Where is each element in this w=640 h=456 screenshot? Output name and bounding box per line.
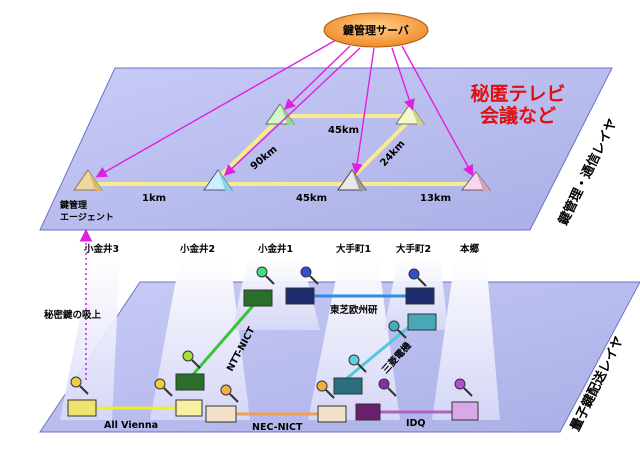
key-icon [454, 378, 473, 397]
qkd-link-toshiba-label: 東芝欧州研 [329, 304, 378, 316]
cone-koganei1 [232, 258, 320, 330]
device-nec-b[interactable] [317, 405, 347, 423]
key-icon [408, 268, 427, 287]
device-allvienna-a[interactable] [67, 399, 97, 417]
key-icon [182, 350, 201, 369]
device-allvienna-b[interactable] [175, 399, 203, 417]
key-icon [70, 376, 89, 395]
agent-label-line2: エージェント [60, 212, 114, 223]
qkd-link-nec-label: NEC-NICT [252, 422, 303, 433]
device-ntt-b[interactable] [243, 289, 273, 307]
key-server-label: 鍵管理サーバ [343, 23, 409, 37]
key-icon [300, 266, 319, 285]
qkd-link-mitsubishi [339, 324, 411, 386]
key-icon [256, 266, 275, 285]
site-label-1: 小金井2 [179, 243, 215, 255]
device-nec-a[interactable] [205, 405, 237, 423]
cone-otemachi1 [308, 258, 400, 420]
device-toshiba-a[interactable] [285, 287, 315, 305]
km-node-hongo[interactable] [460, 171, 492, 192]
key-icon [388, 320, 407, 339]
upper-link-f-label: 13km [420, 193, 451, 204]
upper-link-a-label: 45km [328, 125, 359, 136]
device-mitsubishi-a[interactable] [407, 313, 437, 331]
upper-link-e-label: 45km [296, 193, 327, 204]
site-label-3: 大手町1 [336, 243, 371, 255]
key-icon [378, 378, 397, 397]
km-node-otemachi[interactable] [337, 169, 367, 192]
device-ntt-a[interactable] [175, 373, 205, 391]
qkd-link-ntt [188, 299, 260, 379]
app-label-line2: 会議など [480, 104, 556, 127]
qkd-link-allvienna-label: All Vienna [104, 420, 158, 431]
km-nodes [73, 103, 492, 192]
km-node-agent[interactable] [73, 169, 103, 192]
device-mitsubishi-b[interactable] [333, 377, 363, 395]
device-toshiba-b[interactable] [405, 287, 435, 305]
app-label-line1: 秘匿テレビ [470, 82, 565, 105]
key-icons [70, 266, 473, 403]
device-idq-a[interactable] [355, 403, 381, 421]
key-icon [316, 380, 335, 399]
site-label-0: 小金井3 [83, 243, 119, 255]
cone-hongo [432, 258, 500, 420]
qkd-link-idq-label: IDQ [406, 418, 426, 429]
agent-label-line1: 鍵管理 [60, 199, 87, 211]
cone-koganei2 [150, 258, 250, 420]
upper-link-d-label: 1km [142, 193, 166, 204]
cone-koganei3 [60, 255, 120, 420]
device-idq-b[interactable] [451, 401, 479, 421]
site-label-5: 本郷 [460, 243, 480, 255]
key-server[interactable] [323, 12, 429, 48]
km-node-koganei-left[interactable] [203, 169, 233, 192]
key-icon [348, 354, 367, 373]
site-label-2: 小金井1 [257, 243, 293, 255]
qkd-links [96, 294, 452, 416]
site-cones [60, 255, 500, 420]
secret-key-label: 秘密鍵の吸上 [44, 309, 102, 321]
site-label-4: 大手町2 [396, 243, 431, 255]
site-labels: 小金井3 小金井2 小金井1 大手町1 大手町2 本郷 [83, 243, 480, 255]
server-arrows [95, 39, 474, 178]
key-icon [154, 378, 173, 397]
qkd-devices [67, 287, 479, 423]
key-icon [220, 384, 239, 403]
